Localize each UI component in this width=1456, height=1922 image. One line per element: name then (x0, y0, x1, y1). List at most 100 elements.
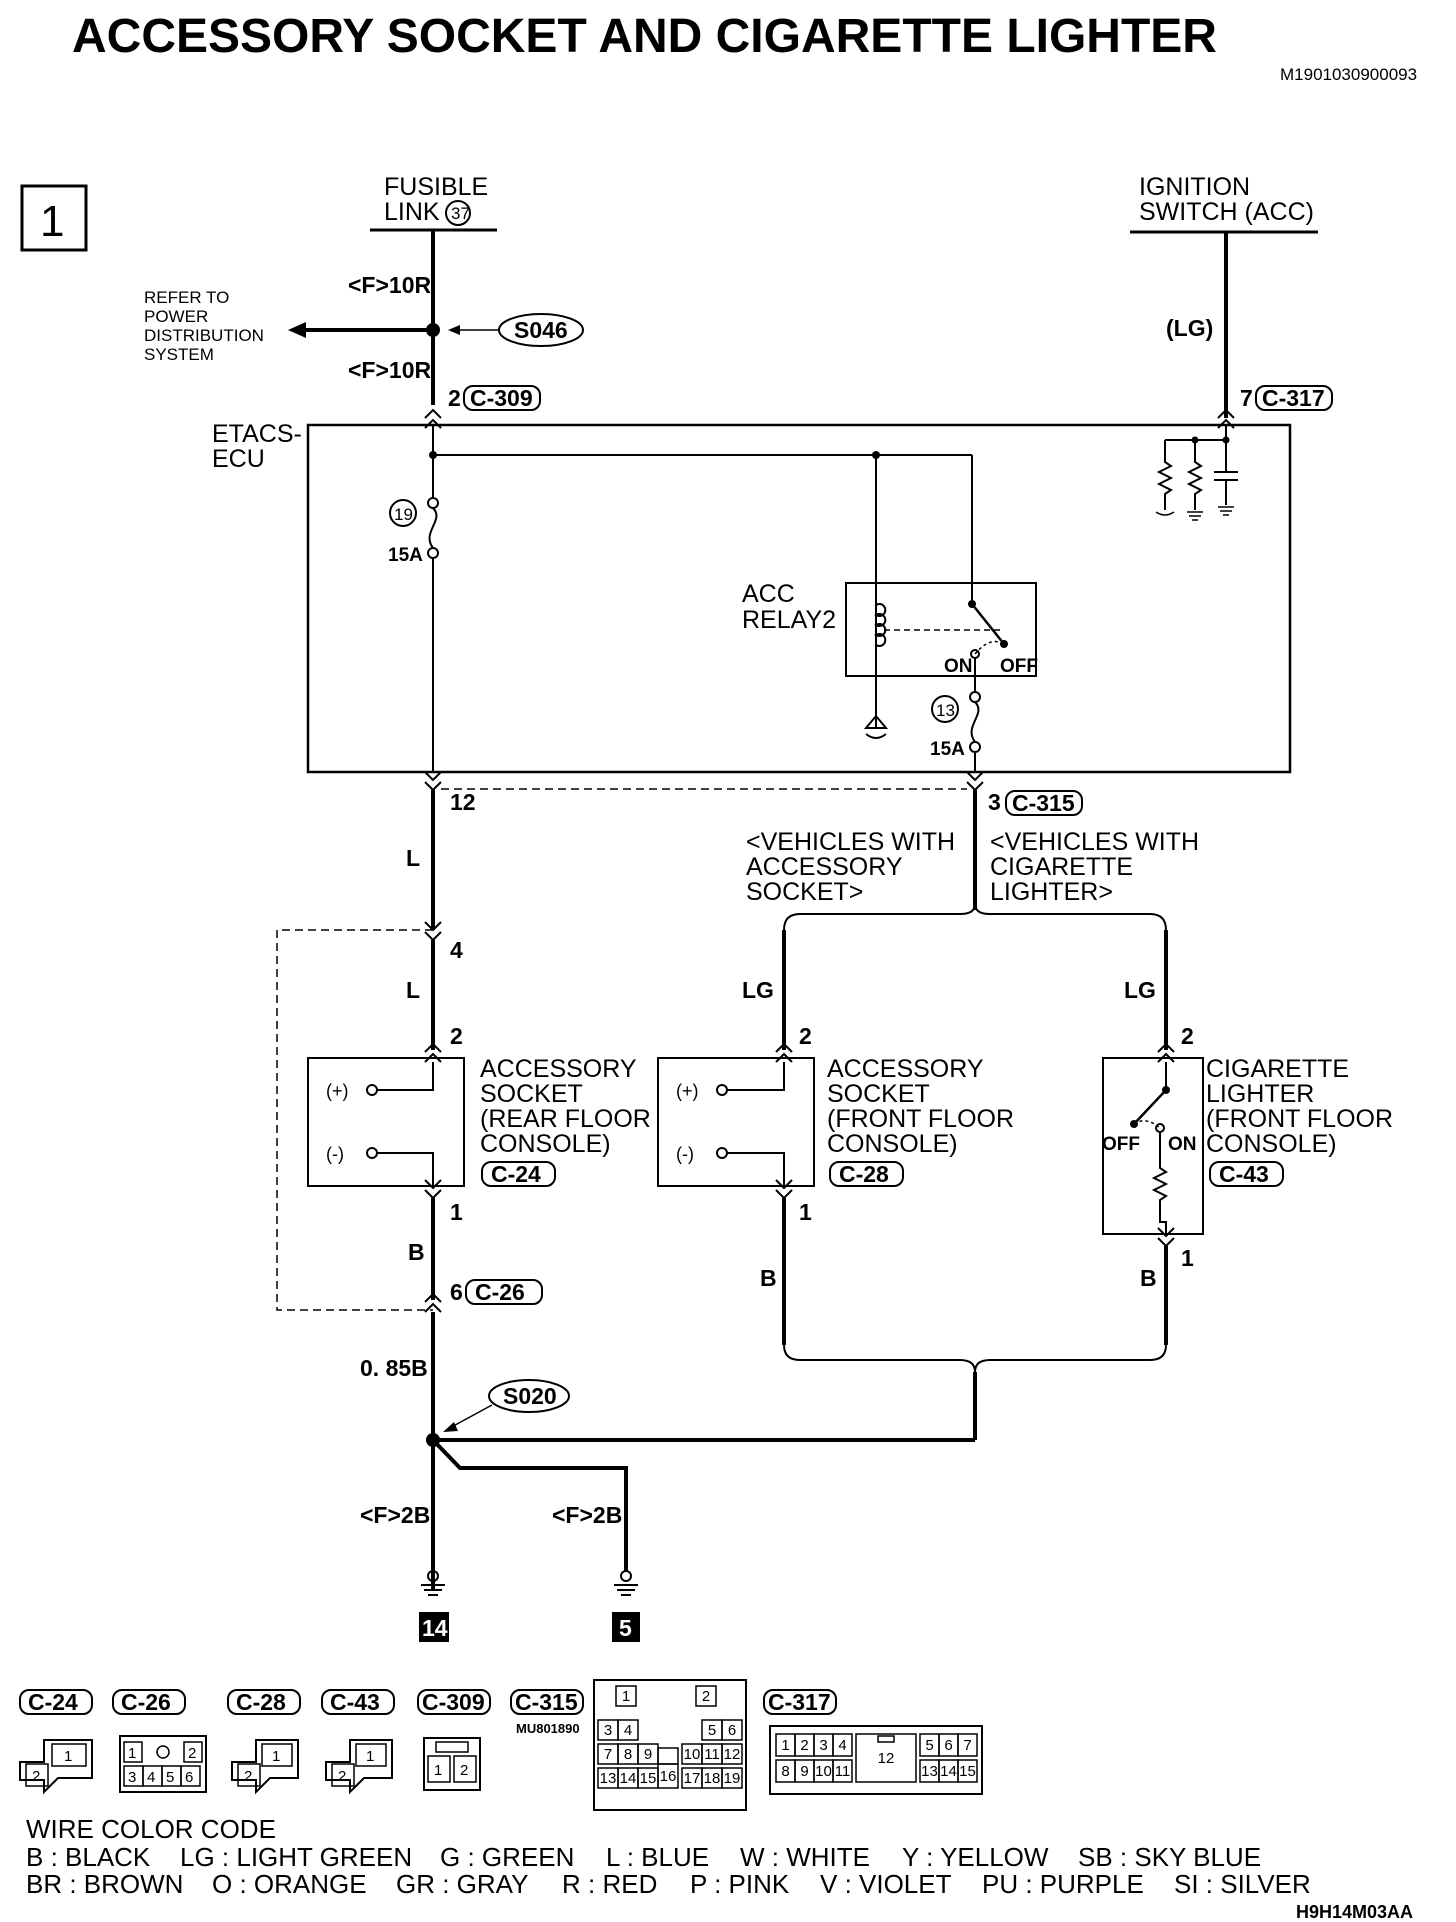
legend-item: Y : YELLOW (902, 1842, 1049, 1872)
cv-c26-cells: 1 2 3 4 5 6 (123, 1741, 203, 1787)
wire-label-B-front-socket: B (760, 1265, 777, 1291)
c28-tag-label: C-28 (839, 1161, 889, 1187)
lighter-throw-arc (1133, 1120, 1161, 1129)
cv-c317-cell-text: 9 (800, 1763, 808, 1780)
cv-c317-cell-text: 5 (925, 1737, 933, 1754)
fuse-19-terminal-top (427, 497, 439, 509)
front-socket-minus: (-) (676, 1144, 694, 1164)
cv-c317-cell-text: 6 (944, 1737, 952, 1754)
fusible-link-number: 37 (451, 204, 470, 223)
ground-14-terminal (427, 1570, 439, 1582)
cv-c315-body (593, 1679, 747, 1811)
cv-c315-cell-text: 7 (604, 1746, 612, 1763)
relay-off-label: OFF (1000, 656, 1038, 677)
cv-c315-cell-text: 2 (702, 1688, 710, 1705)
cv-c317-cell-text: 4 (838, 1737, 846, 1754)
cv-c317-body (769, 1725, 983, 1795)
fuse-13-circle (931, 695, 959, 723)
rear-socket-minus: (-) (326, 1144, 344, 1164)
cv-c315-cell-text: 15 (640, 1770, 657, 1787)
ground-14-badge (419, 1612, 449, 1642)
legend-item: G : GREEN (440, 1842, 574, 1872)
s020-tag (488, 1379, 570, 1413)
variant-cig-3: LIGHTER> (990, 878, 1113, 906)
c26-tag (465, 1279, 543, 1305)
cv-c317-cell-text: 7 (963, 1737, 971, 1754)
wire-label-LG-lighter: LG (1124, 977, 1156, 1003)
ground-5-number: 5 (619, 1615, 632, 1641)
c43-tag (1209, 1161, 1284, 1187)
refer-text-4: SYSTEM (144, 345, 214, 364)
front-socket-minus-terminal (716, 1147, 728, 1159)
cv-c26-cell-1 (123, 1741, 143, 1763)
fuse-19-circle (389, 499, 417, 527)
lighter-label-4: CONSOLE) (1206, 1130, 1337, 1158)
splice-dot-s046 (426, 323, 440, 337)
legend-item: PU : PURPLE (982, 1869, 1144, 1899)
legend-row-1: B : BLACK LG : LIGHT GREEN G : GREEN L :… (26, 1842, 1261, 1872)
wire-label-f2b-5: <F>2B (552, 1502, 622, 1528)
connector-mark-c24-pin2 (424, 1042, 442, 1063)
cv-c26-text-4: 4 (147, 1769, 155, 1786)
legend-item: L : BLUE (606, 1842, 709, 1872)
ecu-junction-left (429, 451, 437, 459)
ground-5-icon (614, 1584, 638, 1596)
c26-tag-label: C-26 (475, 1279, 525, 1305)
cv-c317-cell-text: 8 (781, 1763, 789, 1780)
cv-c309-latch (435, 1741, 469, 1753)
rear-socket-label-3: (REAR FLOOR (480, 1105, 651, 1133)
cv-c26-text-6: 6 (185, 1769, 193, 1786)
pin-12-label: 12 (450, 789, 476, 815)
cv-c317-cell (957, 1759, 978, 1783)
rear-socket-minus-wire (377, 1152, 434, 1186)
rear-socket-box (307, 1057, 465, 1187)
cv-c317-cell-text: 2 (800, 1737, 808, 1754)
fusible-link-label-2: LINK (384, 198, 440, 226)
cv-c309-tag (417, 1689, 491, 1715)
cv-c315-cell-text: 18 (704, 1770, 721, 1787)
wire-label-f10r-bottom: <F>10R (348, 357, 431, 383)
cv-c43-cell-1 (355, 1743, 387, 1767)
c43-tag-label: C-43 (1219, 1161, 1269, 1187)
legend-item: R : RED (562, 1869, 657, 1899)
front-socket-plus-terminal (716, 1084, 728, 1096)
legend-item: B : BLACK (26, 1842, 151, 1872)
cv-c28-text-2: 2 (244, 1768, 252, 1785)
c24-tag (481, 1161, 556, 1187)
cv-c317-cell (855, 1733, 917, 1783)
cv-c315-tag (510, 1689, 584, 1715)
etacs-label-2: ECU (212, 445, 265, 473)
variant-bracket-top (783, 903, 1167, 931)
fuse-19-number: 19 (394, 505, 413, 524)
cv-c315-cell (721, 1743, 743, 1765)
legend-item: SI : SILVER (1174, 1869, 1311, 1899)
fusible-link-number-circle (445, 200, 471, 226)
wire-label-f10r-top: <F>10R (348, 272, 431, 298)
lighter-box (1102, 1057, 1204, 1235)
cv-c315-cell-text: 17 (684, 1770, 701, 1787)
cv-c26-text-5: 5 (166, 1769, 174, 1786)
fuse-13-terminal-top (969, 691, 981, 703)
cv-c315-cell-text: 14 (620, 1770, 637, 1787)
ground-14-number: 14 (422, 1615, 448, 1641)
pin-1-c28: 1 (799, 1199, 812, 1225)
cv-c315-cell-text: 4 (624, 1722, 632, 1739)
etacs-ecu-box (306, 423, 1292, 774)
cv-c309-cell-1 (427, 1755, 451, 1783)
front-socket-plus: (+) (676, 1081, 699, 1101)
relay-ground-mark (865, 733, 887, 739)
fuse-13-element (970, 701, 980, 743)
variant-acc-1: <VEHICLES WITH (746, 828, 955, 856)
c315-tag-label: C-315 (1012, 790, 1075, 816)
connector-mark-pin12 (424, 771, 442, 792)
lighter-off-label: OFF (1102, 1134, 1140, 1155)
front-socket-label-2: SOCKET (827, 1080, 930, 1108)
cv-c43-text-1: 1 (366, 1748, 374, 1765)
ground-icon-cap (1218, 506, 1234, 516)
cv-c309-cell-2 (453, 1755, 477, 1783)
cv-c43-cell-2 (331, 1763, 355, 1787)
cv-c317-label: C-317 (768, 1689, 831, 1715)
ignition-label-2: SWITCH (ACC) (1139, 198, 1314, 226)
cv-c317-cell-text: 12 (878, 1750, 895, 1767)
